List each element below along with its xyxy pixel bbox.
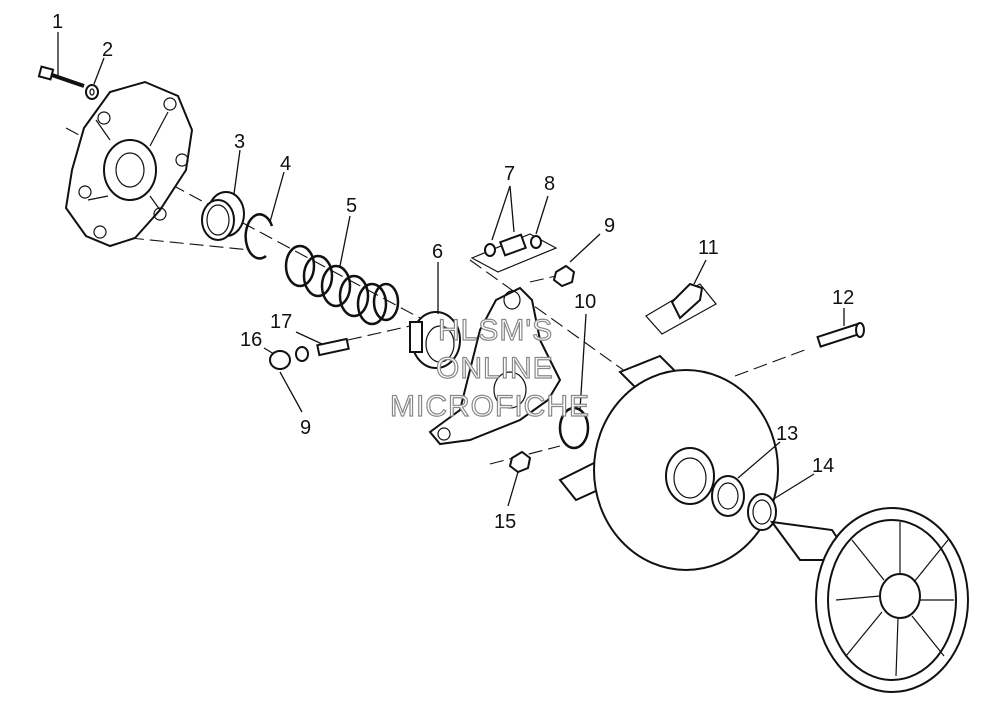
callout-10: 10 [574,291,596,313]
callout-1: 1 [52,11,63,33]
part-shim [747,493,777,531]
callout-17: 17 [270,311,292,333]
part-washer [85,84,99,100]
part-spring [284,244,400,326]
callout-16: 16 [240,329,262,351]
callout-11: 11 [698,237,719,259]
part-lock-nut [508,450,532,474]
callout-13: 13 [776,423,798,445]
part-roller-arm [428,286,562,446]
callout-12: 12 [832,287,854,309]
part-roller-kit [470,233,558,273]
callout-9-lower: 9 [300,417,311,439]
part-snap-ring [244,213,274,260]
callout-7: 7 [504,163,515,185]
callout-6: 6 [432,241,443,263]
part-button-and-pin [269,337,350,370]
part-moveable-sheave [558,354,779,571]
part-bushing [201,191,245,241]
part-weight [645,282,717,335]
part-fixed-sheave [769,507,969,693]
part-pin [816,322,865,348]
part-o-ring [558,406,590,450]
part-spider [409,311,461,369]
watermark-line-2: ONLINE [436,352,554,385]
part-cover-plate [64,80,194,248]
callout-labels: 1 2 3 4 5 6 7 8 9 10 11 12 13 14 15 16 1… [52,11,854,533]
watermark: HLSM'S ONLINE MICROFICHE [389,313,590,423]
callout-15: 15 [494,511,516,533]
callout-8: 8 [544,173,555,195]
watermark-line-1: HLSM'S [438,314,553,347]
callout-2: 2 [102,39,113,61]
leader-lines [57,32,845,507]
part-nut [552,264,576,288]
callout-3: 3 [234,131,245,153]
watermark-line-3: MICROFICHE [390,390,590,423]
part-bolt [37,65,85,88]
callout-5: 5 [346,195,357,217]
part-sheave-bushing [711,475,745,517]
callout-4: 4 [280,153,291,175]
callout-14: 14 [812,455,834,477]
callout-9: 9 [604,215,615,237]
